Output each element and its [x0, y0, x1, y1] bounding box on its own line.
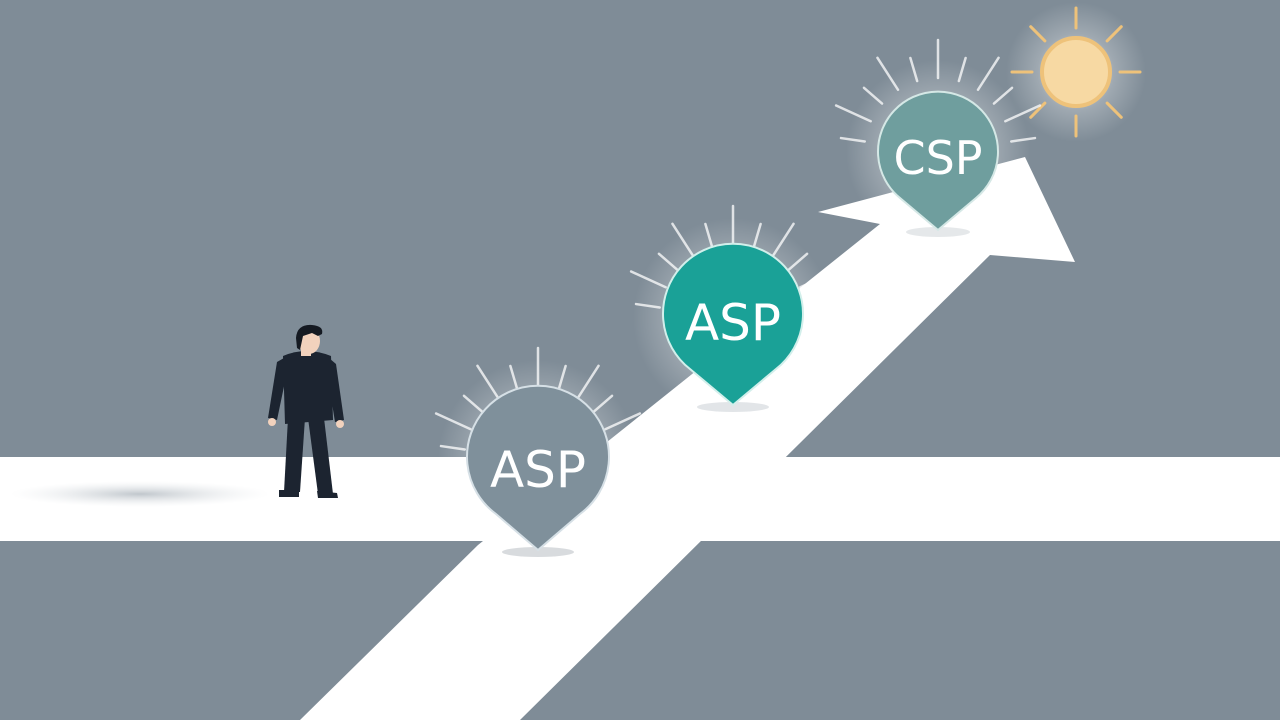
- light-ray: [1009, 136, 1037, 143]
- light-ray: [657, 252, 679, 271]
- light-ray: [804, 302, 832, 309]
- light-ray: [592, 394, 614, 413]
- light-ray: [629, 270, 667, 289]
- light-ray: [876, 56, 900, 91]
- location-pin-icon: [466, 384, 610, 552]
- badge-label: CSP: [893, 131, 982, 185]
- light-ray: [957, 56, 967, 83]
- sun-ray: [1029, 101, 1047, 119]
- businessman-figure: [268, 324, 344, 498]
- location-pin-icon: [662, 242, 804, 407]
- badge-shadow: [697, 402, 769, 412]
- light-ray: [771, 222, 795, 257]
- light-ray: [476, 364, 500, 399]
- sun-ray: [1105, 101, 1123, 119]
- person-shadow: [10, 481, 270, 507]
- light-ray: [1004, 104, 1042, 123]
- badge-label: ASP: [685, 294, 781, 352]
- light-ray: [634, 302, 662, 309]
- light-ray: [976, 56, 1000, 91]
- badge-shadow: [906, 227, 970, 237]
- light-ray: [704, 222, 714, 249]
- light-ray: [439, 444, 467, 451]
- light-ray: [434, 412, 472, 431]
- sun-icon: [1006, 2, 1146, 142]
- badge-csp-top: CSP: [834, 38, 1042, 244]
- sun-ray: [1105, 25, 1123, 43]
- light-ray: [992, 86, 1014, 105]
- badge-shadow: [502, 547, 574, 557]
- light-ray: [787, 252, 809, 271]
- light-ray: [509, 364, 519, 391]
- light-ray: [862, 86, 884, 105]
- badge-asp-start: ASP: [434, 346, 642, 560]
- badge-light-rays: [434, 346, 642, 451]
- badge-label: ASP: [490, 441, 586, 499]
- light-ray: [576, 364, 600, 399]
- badge-light-rays: [629, 204, 837, 309]
- badge-asp-middle: ASP: [629, 204, 837, 418]
- location-pin-icon: [877, 90, 999, 232]
- rising-arrow-path: [300, 157, 1075, 720]
- light-ray: [799, 270, 837, 289]
- light-ray: [671, 222, 695, 257]
- light-ray: [834, 104, 872, 123]
- light-ray: [752, 222, 762, 249]
- light-ray: [462, 394, 484, 413]
- badge-light-rays: [834, 38, 1042, 143]
- light-ray: [557, 364, 567, 391]
- light-ray: [604, 412, 642, 431]
- sun-ray: [1029, 25, 1047, 43]
- light-ray: [839, 136, 867, 143]
- light-ray: [909, 56, 919, 83]
- light-ray: [609, 444, 637, 451]
